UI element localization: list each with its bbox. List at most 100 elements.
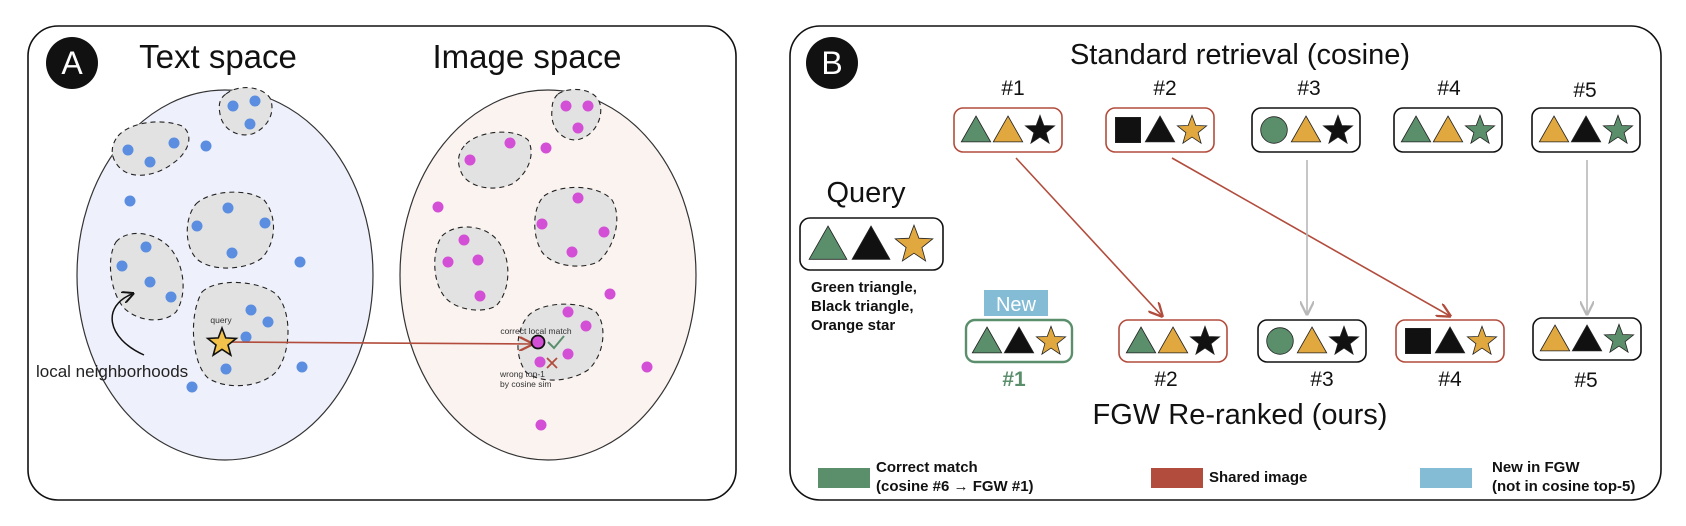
square-icon (1405, 327, 1432, 354)
star-icon (1322, 114, 1354, 145)
check-icon (547, 335, 565, 350)
triangle-icon (1003, 326, 1035, 354)
legend: Correct match (cosine #6 → FGW #1) Share… (818, 459, 1635, 495)
star-icon (1328, 325, 1360, 356)
image-points (432, 100, 653, 431)
text-point (186, 381, 198, 393)
text-point (227, 100, 239, 112)
image-point (562, 348, 574, 360)
bottom-card-shapes (971, 323, 1635, 356)
star-icon (1602, 114, 1634, 145)
bottom-rank-1: #1 (1002, 368, 1026, 391)
triangle-icon (1125, 326, 1157, 354)
text-point (294, 256, 306, 268)
text-point (245, 304, 257, 316)
panel-b-badge-label: B (821, 45, 842, 81)
text-point (122, 144, 134, 156)
triangle-icon (1571, 324, 1603, 352)
star-icon (1024, 114, 1056, 145)
triangle-icon (851, 225, 891, 260)
bottom-rank-2: #2 (1154, 368, 1177, 391)
legend-correct-line2: (cosine #6 → FGW #1) (876, 478, 1034, 495)
image-point (536, 218, 548, 230)
image-point (464, 154, 476, 166)
text-point (220, 363, 232, 375)
image-point (604, 288, 616, 300)
rerank-arrow-2-to-4 (1171, 157, 1450, 316)
triangle-icon (1538, 115, 1570, 143)
square-icon (1115, 117, 1142, 144)
triangle-icon (1144, 115, 1176, 143)
top-rank-4: #4 (1437, 77, 1461, 100)
standard-retrieval-title: Standard retrieval (cosine) (1070, 39, 1410, 71)
bottom-rank-5: #5 (1574, 369, 1597, 392)
top-rank-2: #2 (1153, 77, 1176, 100)
wrong-match-label-1: wrong top-1 (499, 369, 545, 379)
panel-a-badge-label: A (61, 45, 83, 81)
new-badge-label: New (996, 294, 1037, 316)
triangle-icon (1434, 326, 1466, 354)
triangle-icon (1296, 326, 1328, 354)
text-cluster-2 (111, 121, 190, 176)
legend-shared: Shared image (1209, 469, 1307, 486)
new-badge (984, 290, 1048, 316)
text-point (168, 137, 180, 149)
image-point (432, 201, 444, 213)
panel-a-badge (46, 37, 98, 89)
image-point (535, 419, 547, 431)
legend-correct-line1: Correct match (876, 459, 978, 476)
query-title: Query (827, 177, 906, 209)
text-point (116, 260, 128, 272)
image-point (641, 361, 653, 373)
text-cluster-5 (192, 281, 289, 387)
star-icon (205, 325, 239, 358)
text-point (140, 241, 152, 253)
neighborhood-pointer (111, 294, 145, 356)
wrong-match-label-2: by cosine sim (500, 379, 552, 389)
star-icon (1466, 325, 1498, 356)
triangle-icon (808, 225, 848, 260)
image-point (540, 142, 552, 154)
circle-icon (1266, 327, 1294, 355)
image-cluster-4 (434, 226, 509, 311)
query-desc-3: Orange star (811, 317, 895, 334)
query-desc-1: Green triangle, (811, 279, 917, 296)
star-icon (1176, 114, 1208, 145)
text-point (165, 291, 177, 303)
image-point (582, 100, 594, 112)
triangle-icon (1539, 324, 1571, 352)
top-rank-1: #1 (1001, 77, 1024, 100)
text-point (244, 118, 256, 130)
text-point (259, 217, 271, 229)
panel-b: B Standard retrieval (cosine) FGW Re-ran… (789, 25, 1662, 501)
text-point (262, 316, 274, 328)
image-point (534, 356, 546, 368)
image-point (572, 192, 584, 204)
image-point (598, 226, 610, 238)
star-icon (1464, 114, 1496, 145)
image-point (572, 122, 584, 134)
correct-match-point (530, 334, 546, 350)
triangle-icon (992, 115, 1024, 143)
query-desc-2: Black triangle, (811, 298, 914, 315)
image-point (560, 100, 572, 112)
image-point (474, 290, 486, 302)
triangle-icon (960, 115, 992, 143)
circle-icon (1260, 116, 1288, 144)
cross-icon (546, 357, 558, 369)
text-point (191, 220, 203, 232)
text-point (222, 202, 234, 214)
bottom-rank-4: #4 (1438, 368, 1462, 391)
legend-swatch-correct (818, 468, 870, 488)
query-match-line (221, 342, 532, 344)
triangle-icon (1157, 326, 1189, 354)
triangle-icon (1400, 115, 1432, 143)
legend-new-line1: New in FGW (1492, 459, 1580, 476)
image-point (504, 137, 516, 149)
top-rank-5: #5 (1573, 79, 1596, 102)
text-point (144, 156, 156, 168)
image-point (562, 306, 574, 318)
image-space-title: Image space (433, 38, 622, 75)
star-icon (1189, 325, 1221, 356)
